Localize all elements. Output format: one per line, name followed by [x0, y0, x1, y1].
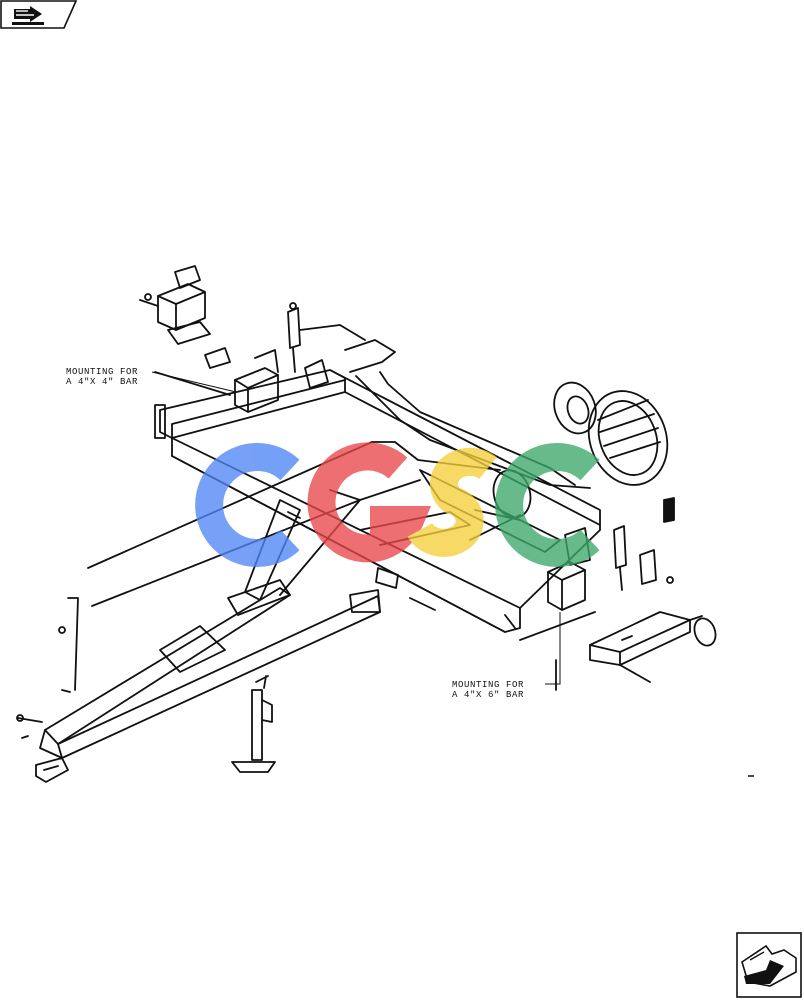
hydraulic-cylinder-right	[613, 525, 674, 591]
hitch-clevis	[16, 714, 69, 783]
callout-4x4-line2: A 4"X 4" BAR	[66, 377, 139, 387]
callout-4x6-line2: A 4"X 6" BAR	[452, 690, 525, 700]
center-frame-beam	[171, 369, 601, 633]
callout-4x6-line1: MOUNTING FOR	[452, 680, 525, 690]
cgsc-watermark	[195, 442, 600, 567]
hydraulic-cylinder-top	[287, 302, 329, 389]
axle-arm	[589, 611, 717, 683]
book-arrow-icon[interactable]	[0, 0, 78, 30]
next-page-arrow-icon[interactable]	[736, 932, 802, 998]
hitch-tongue	[39, 489, 471, 759]
callout-4x4-line1: MOUNTING FOR	[66, 367, 139, 377]
callout-leaders	[151, 371, 561, 685]
callout-mounting-4x6: MOUNTING FOR A 4"X 6" BAR	[452, 680, 524, 700]
jack-stand	[231, 675, 276, 773]
valve-assembly	[139, 265, 211, 345]
left-bracket	[58, 597, 79, 693]
callout-mounting-4x4: MOUNTING FOR A 4"X 4" BAR	[66, 367, 138, 387]
mounting-bracket-4x6	[519, 527, 596, 691]
